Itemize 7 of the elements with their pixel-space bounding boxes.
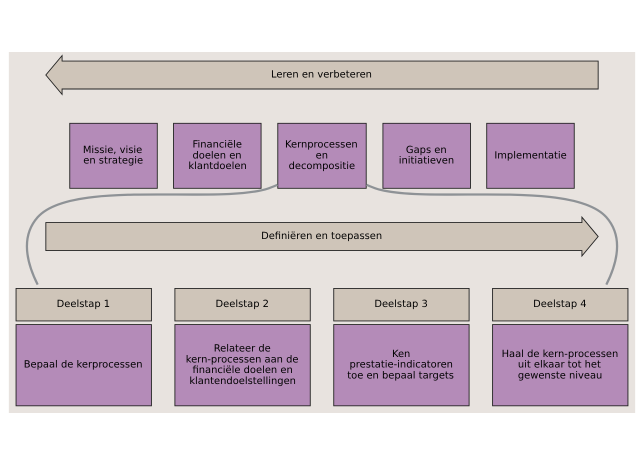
node-box: Kernprocessen en decompositie: [277, 122, 367, 188]
connector: [26, 183, 278, 285]
node-box: Gaps en initiatieven: [382, 122, 471, 188]
node-box: Financiële doelen en klantdoelen: [173, 122, 262, 188]
node-box: Missie, visie en strategie: [69, 122, 158, 188]
connector: [366, 183, 618, 285]
node-box: Implementatie: [486, 122, 575, 188]
